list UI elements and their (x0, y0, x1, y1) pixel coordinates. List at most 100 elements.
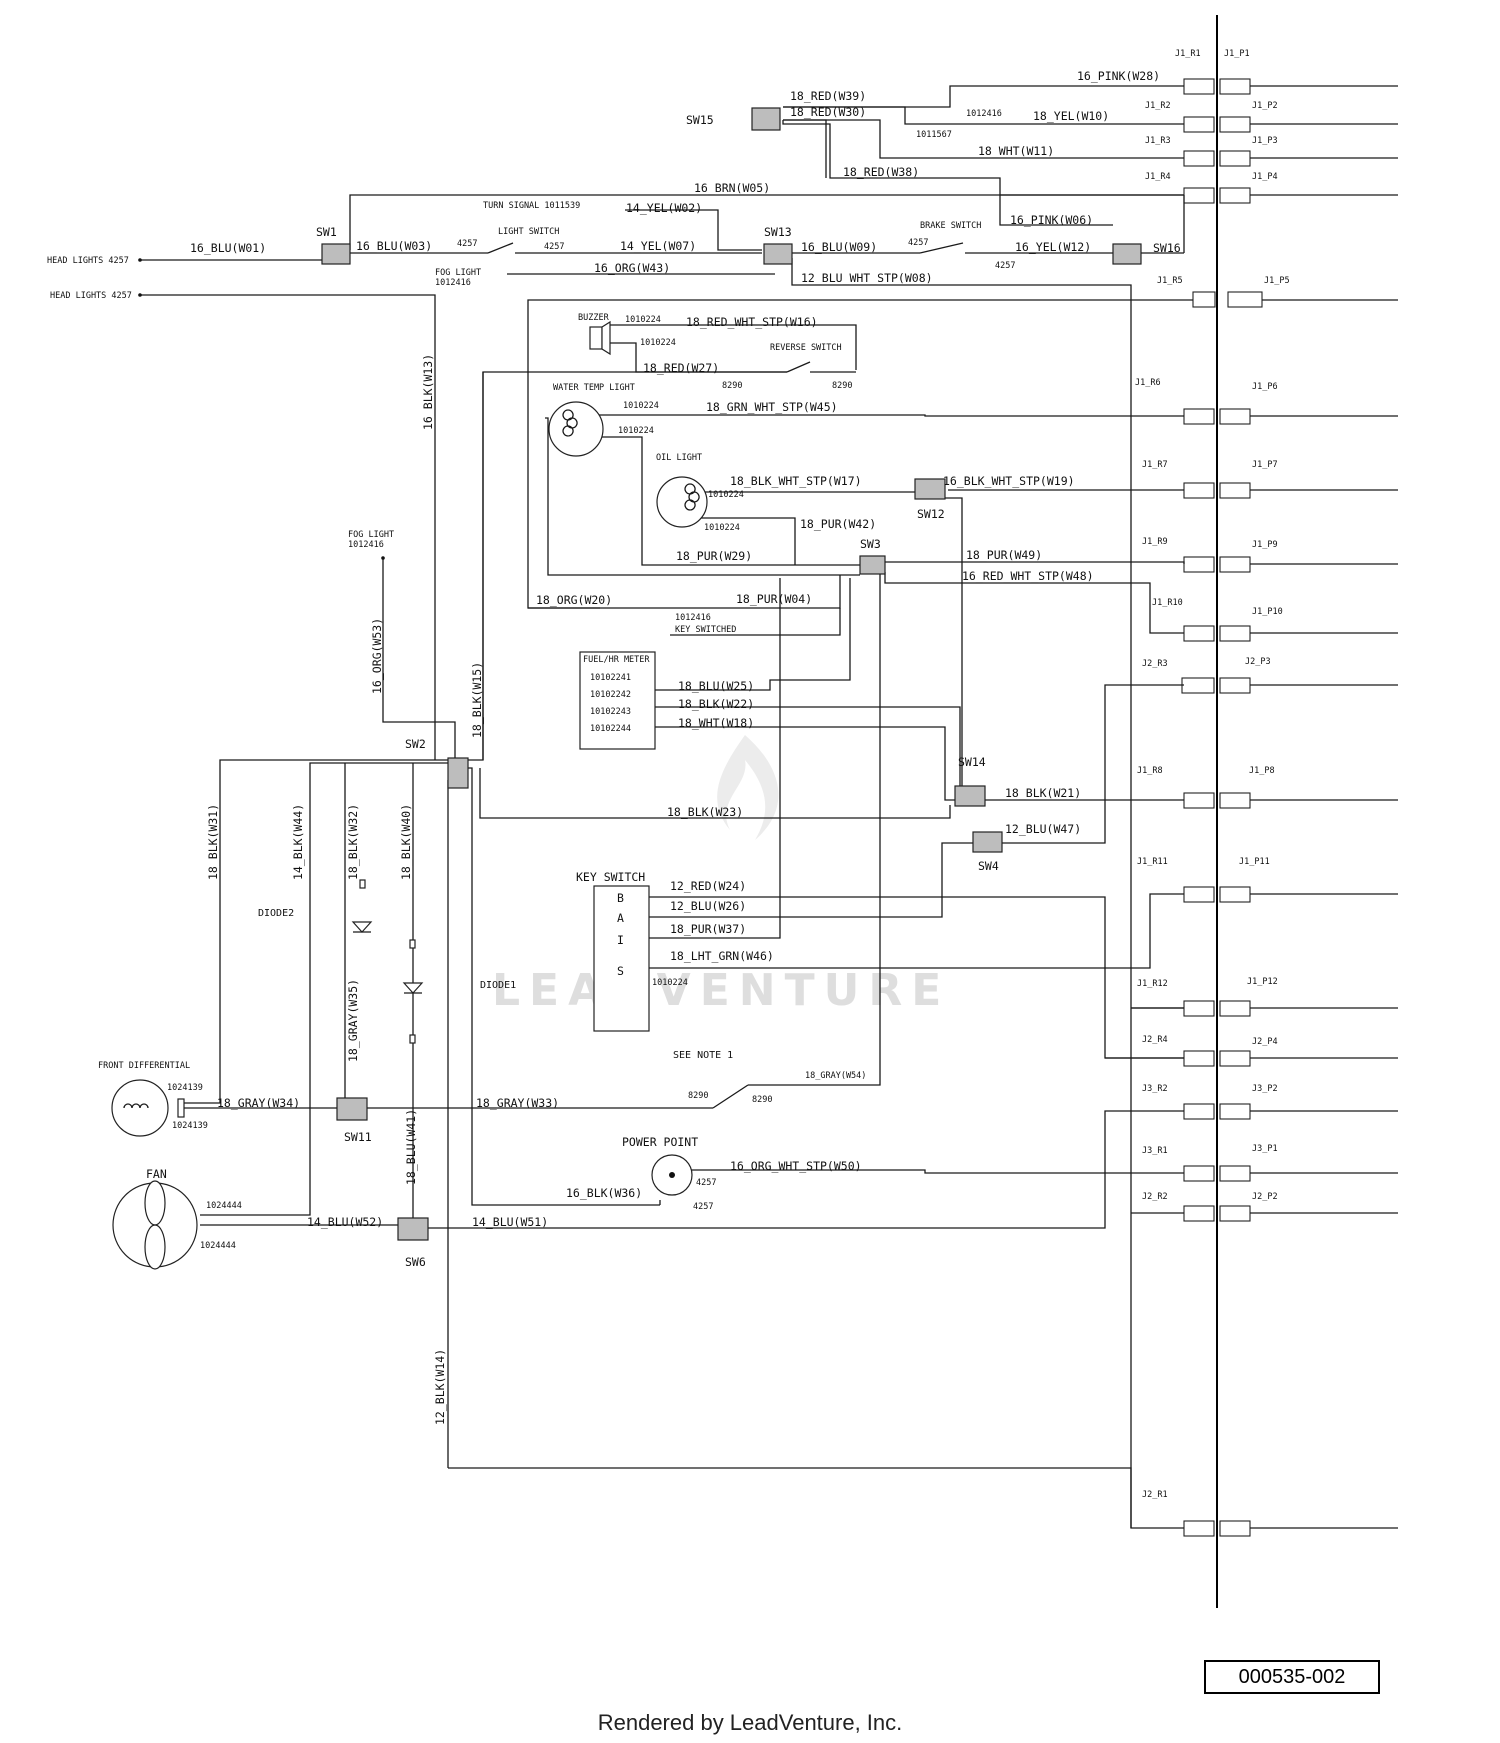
conn-j1-r1: J1_R1 (1175, 49, 1201, 59)
buzzer-label: BUZZER (578, 313, 610, 323)
pn-1012416-b: 1012416 (435, 278, 471, 288)
pn-1024139-b: 1024139 (172, 1121, 208, 1131)
conn-j1-r9: J1_R9 (1142, 537, 1168, 547)
wire-w23: 18_BLK(W23) (667, 805, 743, 819)
watermark: LEADVENTURE (492, 965, 950, 1016)
switch-sw1 (321, 243, 351, 265)
pn-4257-f: 4257 (693, 1202, 713, 1212)
conn-j1-p4: J1_P4 (1252, 172, 1278, 182)
pn-1024444-a: 1024444 (206, 1201, 242, 1211)
sw2-label: SW2 (405, 737, 426, 751)
conn-j1-r5: J1_R5 (1157, 276, 1183, 286)
sw6-label: SW6 (405, 1255, 426, 1269)
wire-w32: 18_BLK(W32) (346, 804, 360, 880)
wire-w08: 12_BLU_WHT_STP(W08) (801, 271, 933, 285)
sw14-label: SW14 (958, 755, 986, 769)
lower-wiring (182, 372, 1184, 1528)
power-point-label: POWER POINT (622, 1135, 698, 1149)
pn-4257-d: 4257 (995, 261, 1015, 271)
wire-w12: 16_YEL(W12) (1015, 240, 1091, 254)
diode1-icon (402, 982, 424, 994)
pn-1024139-a: 1024139 (167, 1083, 203, 1093)
light-switch-label: LIGHT SWITCH (498, 227, 559, 237)
wire-w17: 18_BLK_WHT_STP(W17) (730, 474, 862, 488)
diode2-label: DIODE2 (258, 908, 294, 919)
switch-sw13 (763, 243, 793, 265)
reverse-switch-contact (786, 361, 811, 373)
pn-4257-b: 4257 (544, 242, 564, 252)
wire-w15: 18_BLK(W15) (470, 662, 484, 738)
conn-j2-r4: J2_R4 (1142, 1035, 1168, 1045)
conn-j1-p12: J1_P12 (1247, 977, 1278, 987)
wire-w38: 18_RED(W38) (843, 165, 919, 179)
conn-j1-p11: J1_P11 (1239, 857, 1270, 867)
wire-w37: 18_PUR(W37) (670, 922, 746, 936)
key-switch-box (593, 885, 650, 1032)
conn-j2-r1: J2_R1 (1142, 1490, 1168, 1500)
wire-w52: 14_BLU(W52) (307, 1215, 383, 1229)
brake-switch-contact (919, 242, 964, 254)
wire-w40: 18_BLK(W40) (399, 804, 413, 880)
wire-w10: 18_YEL(W10) (1033, 109, 1109, 123)
wire-w14: 12_BLK(W14) (433, 1349, 447, 1425)
wire-w13: 16_BLK(W13) (421, 354, 435, 430)
wire-w45: 18_GRN_WHT_STP(W45) (706, 400, 838, 414)
fuel-hr-meter-label: FUEL/HR METER (583, 655, 650, 665)
wire-w01: 16_BLU(W01) (190, 241, 266, 255)
conn-j3-r1: J3_R1 (1142, 1146, 1168, 1156)
switch-sw11 (336, 1097, 368, 1121)
pn-1011567: 1011567 (916, 130, 952, 140)
wire-w42: 18_PUR(W42) (800, 517, 876, 531)
wire-w09: 16_BLU(W09) (801, 240, 877, 254)
conn-j1-p6: J1_P6 (1252, 382, 1278, 392)
wire-w21: 18_BLK(W21) (1005, 786, 1081, 800)
wire-w53: 16_ORG(W53) (370, 618, 384, 694)
switch-sw16 (1112, 243, 1142, 265)
wire-w18: 18_WHT(W18) (678, 716, 754, 730)
light-switch-contact (487, 242, 514, 254)
key-terminal-a: A (617, 911, 624, 925)
wire-w49: 18_PUR(W49) (966, 548, 1042, 562)
conn-j2-p4: J2_P4 (1252, 1037, 1278, 1047)
conn-j1-p8: J1_P8 (1249, 766, 1275, 776)
wire-w22: 18_BLK(W22) (678, 697, 754, 711)
sw11-label: SW11 (344, 1130, 372, 1144)
conn-j1-p3: J1_P3 (1252, 136, 1278, 146)
front-differential-label: FRONT DIFFERENTIAL (98, 1061, 190, 1071)
pn-8290-b: 8290 (832, 381, 852, 391)
pn-1010224-d: 1010224 (618, 426, 654, 436)
wire-w02: 14_YEL(W02) (626, 201, 702, 215)
switch-sw4 (972, 831, 1003, 853)
wire-w47: 12_BLU(W47) (1005, 822, 1081, 836)
conn-j2-r2: J2_R2 (1142, 1192, 1168, 1202)
wire-w50: 16_ORG_WHT_STP(W50) (730, 1159, 862, 1173)
wire-w06: 16_PINK(W06) (1010, 213, 1093, 227)
pn-1012416-a: 1012416 (966, 109, 1002, 119)
conn-j1-r12: J1_R12 (1137, 979, 1168, 989)
conn-j1-p9: J1_P9 (1252, 540, 1278, 550)
conn-j2-p3: J2_P3 (1245, 657, 1271, 667)
key-switched-label: KEY SWITCHED (675, 625, 736, 635)
conn-j1-p10: J1_P10 (1252, 607, 1283, 617)
wire-w03: 16_BLU(W03) (356, 239, 432, 253)
key-terminal-i: I (617, 933, 624, 947)
wire-w25: 18_BLU(W25) (678, 679, 754, 693)
switch-sw2 (447, 757, 469, 789)
conn-j3-r2: J3_R2 (1142, 1084, 1168, 1094)
document-number: 000535-002 (1204, 1660, 1380, 1694)
wire-w54: 18_GRAY(W54) (805, 1071, 866, 1081)
wire-w29: 18_PUR(W29) (676, 549, 752, 563)
conn-j1-r10: J1_R10 (1152, 598, 1183, 608)
head-lights-1-label: HEAD LIGHTS 4257 (47, 256, 129, 266)
pn-1012416-c: 1012416 (675, 613, 711, 623)
connector-pairs (1181, 78, 1263, 1537)
wire-w41: 18_BLU(W41) (404, 1109, 418, 1185)
water-temp-light-icon (548, 401, 604, 457)
sw3-label: SW3 (860, 537, 881, 551)
switch-sw14 (954, 785, 986, 807)
meter-term-2: 10102242 (590, 690, 631, 700)
wire-w07: 14_YEL(W07) (620, 239, 696, 253)
head-lights-2-label: HEAD LIGHTS 4257 (50, 291, 132, 301)
conn-j1-p2: J1_P2 (1252, 101, 1278, 111)
diode1-label: DIODE1 (480, 980, 516, 991)
